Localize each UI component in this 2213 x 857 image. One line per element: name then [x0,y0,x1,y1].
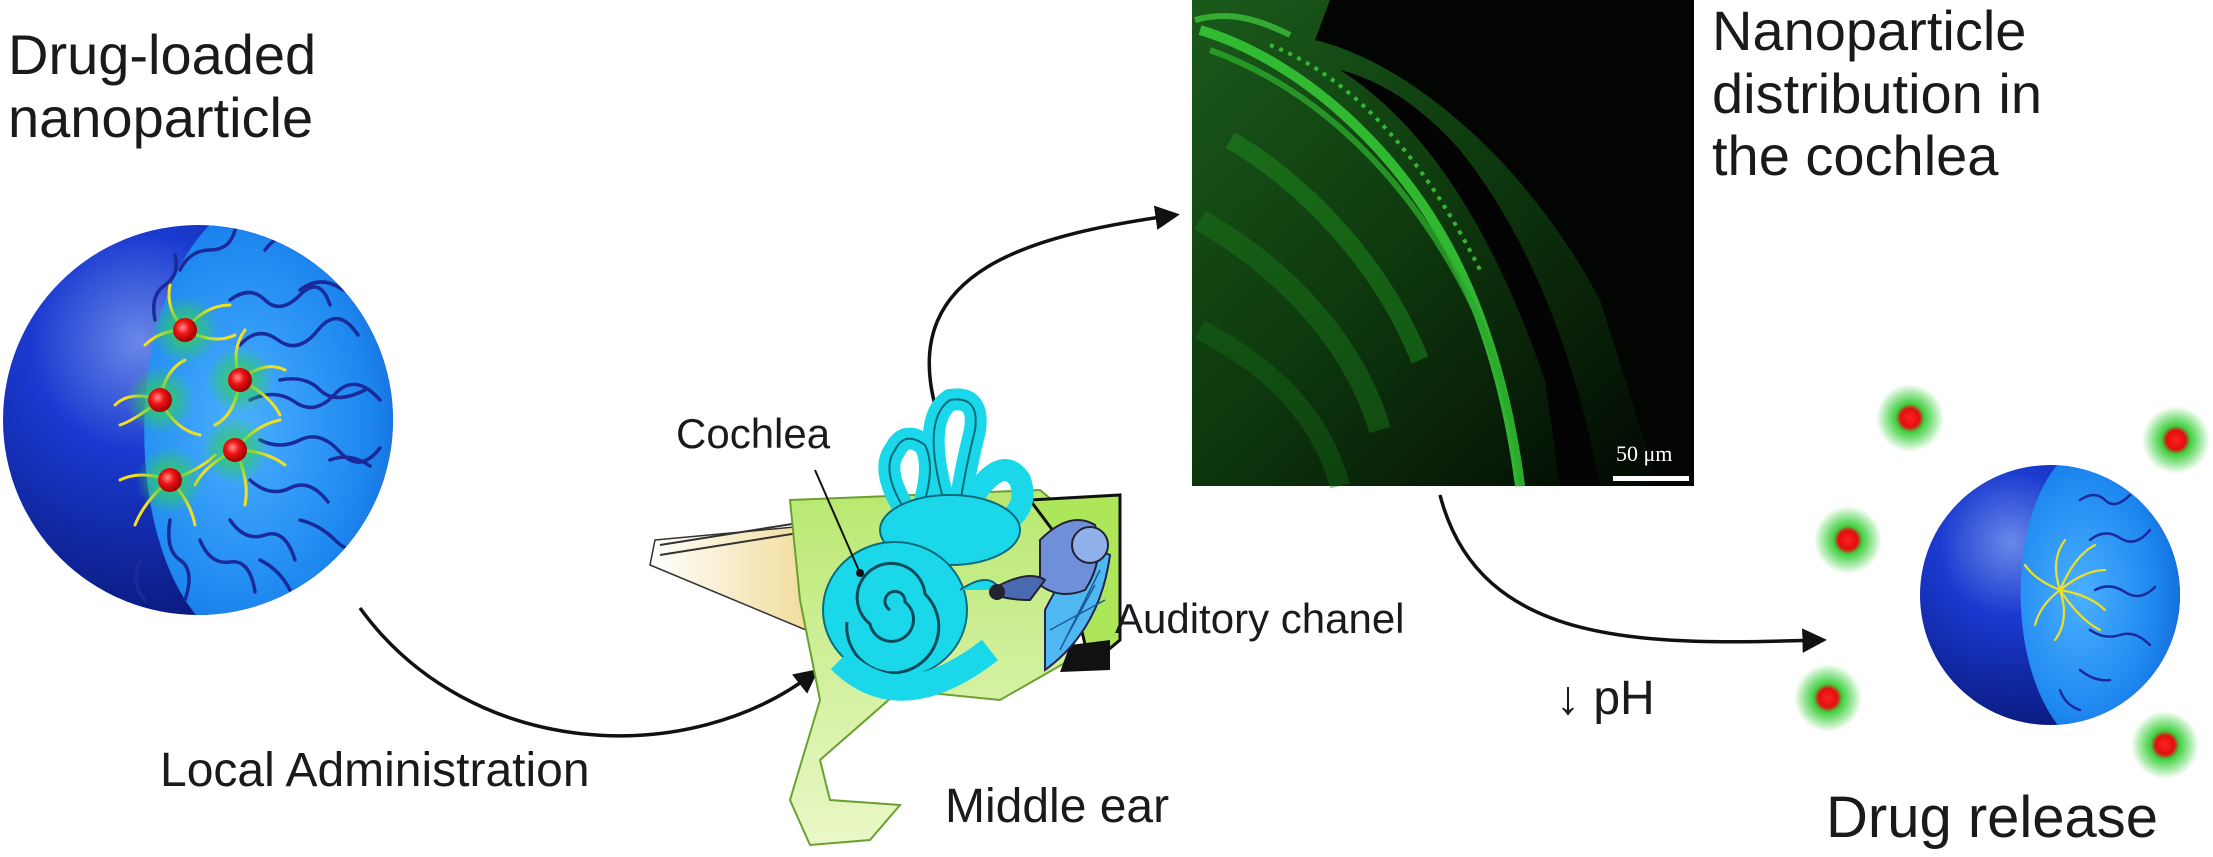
cochlea-micrograph [1192,0,1694,489]
inner-ear-icon [649,388,1122,847]
distribution-title: Nanoparticle distribution in the cochlea [1712,0,2042,188]
flow-arrows [358,205,1827,738]
distribution-title-line-1: Nanoparticle [1712,0,2027,62]
nanoparticle-title-line-2: nanoparticle [8,85,314,149]
arrow-to-ear [358,606,819,738]
cochlea-label: Cochlea [676,410,831,457]
drug-release-label: Drug release [1826,785,2159,850]
arrow-to-micrograph [927,205,1180,406]
auditory-channel-label: Auditory chanel [1115,595,1405,642]
nanoparticle-sphere-icon [3,225,393,615]
local-administration-label: Local Administration [160,744,590,797]
arrow-to-release [1438,494,1827,653]
distribution-title-line-2: distribution in [1712,61,2042,125]
nanoparticle-title: Drug-loaded nanoparticle [8,23,317,149]
distribution-title-line-3: the cochlea [1712,124,1999,188]
nanoparticle-title-line-1: Drug-loaded [8,23,317,86]
scale-bar-label: 50 μm [1616,441,1673,466]
middle-ear-label: Middle ear [945,780,1170,833]
released-drug-icon [1794,384,2210,779]
ph-change-label: ↓ pH [1556,672,1655,725]
